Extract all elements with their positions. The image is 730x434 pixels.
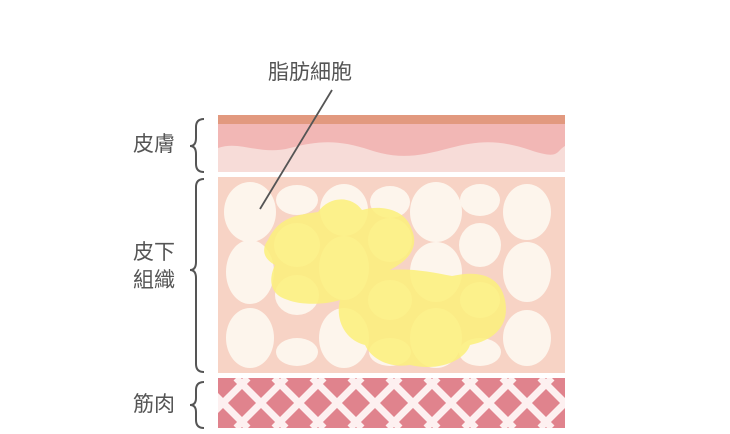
fat-highlight bbox=[264, 199, 506, 368]
fat-cell bbox=[226, 240, 274, 304]
muscle-fiber-line bbox=[537, 378, 565, 408]
fat-cell bbox=[503, 310, 551, 366]
subcutaneous-layer bbox=[218, 177, 565, 373]
skin-label: 皮膚 bbox=[133, 132, 175, 156]
fat-cell bbox=[460, 184, 500, 216]
muscle-layer bbox=[218, 378, 666, 428]
fat-cell bbox=[276, 338, 318, 366]
subcutaneous-label: 皮下 組織 bbox=[133, 240, 175, 292]
skin-bracket bbox=[189, 118, 205, 173]
fat-cell-pointer bbox=[259, 89, 333, 210]
fat-cell bbox=[226, 308, 274, 368]
skin-lower-wave bbox=[218, 142, 565, 172]
muscle-fiber-line bbox=[537, 398, 565, 428]
fat-cell bbox=[503, 184, 551, 240]
fat-cell-label: 脂肪細胞 bbox=[268, 60, 352, 84]
muscle-label: 筋肉 bbox=[133, 392, 175, 416]
muscle-fiber-line bbox=[616, 378, 666, 428]
fat-cell bbox=[276, 185, 318, 215]
skin-epidermis-band bbox=[218, 115, 565, 124]
fat-cell bbox=[410, 182, 462, 242]
muscle-fiber-line bbox=[616, 378, 666, 428]
fat-cell bbox=[459, 223, 501, 267]
skin-layer bbox=[218, 115, 565, 172]
fat-cell bbox=[503, 242, 551, 302]
muscle-lattice bbox=[218, 378, 666, 428]
subcutaneous-bracket bbox=[189, 178, 205, 373]
muscle-bracket bbox=[189, 381, 205, 429]
muscle-fiber-line bbox=[578, 378, 628, 428]
fat-highlight-region bbox=[264, 199, 506, 368]
fat-cell bbox=[224, 182, 276, 242]
muscle-fiber-line bbox=[578, 378, 628, 428]
